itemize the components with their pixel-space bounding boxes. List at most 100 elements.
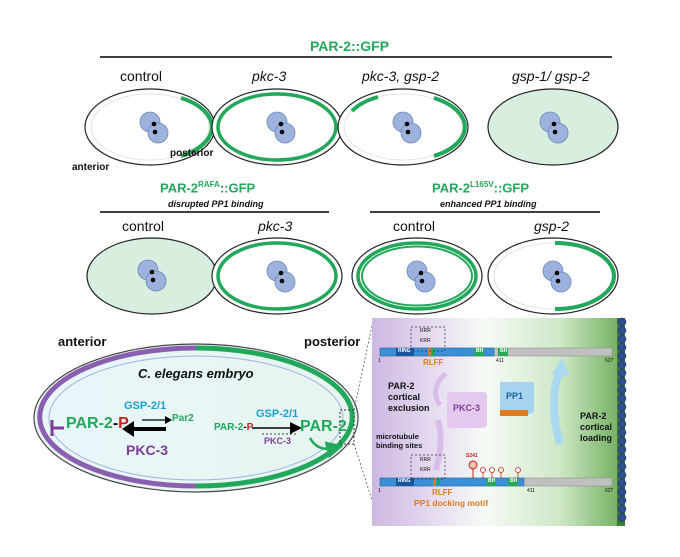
membrane-bead (617, 411, 627, 420)
protein-bar-bottom (379, 454, 613, 487)
membrane-bead (617, 334, 627, 344)
membrane-bead (617, 487, 627, 497)
pp1-dock (500, 410, 528, 416)
par2p-left: PAR-2-P (66, 415, 129, 433)
bottom-bh2: BH (510, 478, 518, 484)
top-title: PAR-2::GFP (310, 38, 390, 54)
membrane-bead (617, 402, 627, 412)
membrane-bead (617, 317, 627, 327)
pkc3-left: PKC-3 (126, 442, 169, 458)
big-embryo (33, 343, 359, 493)
bottom-num-start: 1 (378, 488, 381, 494)
exclusion-arrow (433, 371, 448, 407)
membrane-bead (617, 496, 627, 505)
docking-motif-label: PP1 docking motif (414, 498, 489, 508)
mid-left-title-suffix: ::GFP (219, 180, 256, 196)
mid-left-title-main: PAR-2 (160, 180, 199, 196)
pkc3-box (447, 392, 487, 428)
embryo-gsp1-gsp2-top (487, 88, 619, 166)
par2p-left-main: PAR-2 (66, 415, 113, 432)
membrane-bead (617, 326, 627, 335)
membrane-bead (617, 470, 627, 480)
label-rafa-control: control (122, 218, 165, 234)
membrane-bead (617, 462, 627, 471)
label-gsp1-gsp2-top: gsp-1/ gsp-2 (512, 68, 590, 84)
gsp-left: GSP-2/1 (124, 400, 167, 412)
mid-right-title-sup: L165V (470, 180, 494, 189)
loading-label-3: loading (580, 433, 612, 443)
bottom-rlff: RLFF (432, 488, 453, 497)
pkc3-box-label: PKC-3 (453, 403, 481, 413)
top-num-start: 1 (378, 358, 381, 364)
loading-label-2: cortical (580, 422, 613, 432)
bottom-num-mid: 411 (527, 488, 535, 494)
membrane-bead (617, 368, 627, 378)
par2p-small-dash: - (243, 422, 247, 433)
bottom-s241: S241 (466, 453, 478, 459)
embryo-l165v-gsp2 (487, 237, 619, 315)
membrane-bead (617, 513, 627, 522)
membrane-bead (617, 343, 627, 352)
microtubule-label: microtubule binding sites (376, 432, 422, 450)
embryo-pkc3-gsp2-top (337, 88, 469, 166)
pkc3-small: PKC-3 (264, 436, 292, 446)
pp1-shape (500, 382, 534, 416)
mid-left-subtitle: disrupted PP1 binding (168, 199, 264, 209)
top-bh2: BH (500, 348, 508, 354)
membrane-bead (617, 453, 627, 463)
label-pkc3-gsp2-top: pkc-3, gsp-2 (362, 68, 440, 84)
microtubule-shape (433, 419, 444, 471)
membrane-bead (617, 479, 627, 488)
label-control-top: control (120, 68, 163, 84)
bottom-anterior: anterior (58, 334, 107, 349)
label-l165v-gsp2: gsp-2 (534, 218, 570, 234)
membrane-bead (617, 445, 627, 454)
embryo-rafa-pkc3 (211, 237, 343, 315)
par2p-small-main: PAR-2 (214, 422, 244, 433)
mid-right-title-suffix: ::GFP (493, 180, 530, 196)
axis-posterior: posterior (170, 148, 214, 159)
membrane-bead (617, 428, 627, 437)
membrane-beads (617, 317, 627, 526)
embryo-control-top (84, 88, 216, 166)
membrane-bead (617, 360, 627, 369)
bottom-bh1: BH (488, 478, 496, 484)
zoom-line-bottom (353, 443, 373, 501)
par2p-left-dash: - (112, 415, 119, 432)
axis-anterior: anterior (72, 162, 110, 173)
gsp-right: GSP-2/1 (256, 408, 299, 420)
membrane-bead (617, 504, 627, 514)
membrane-bead (617, 419, 627, 429)
label-l165v-control: control (393, 218, 436, 234)
microtubule-label-1: microtubule (376, 432, 419, 441)
mid-right-title-main: PAR-2 (432, 180, 471, 196)
microtubule-label-2: binding sites (376, 441, 423, 450)
bottom-num-end: 627 (605, 488, 614, 494)
mid-left-title-sup: RAFA (198, 180, 220, 189)
arrowhead-right (165, 416, 172, 424)
loading-arrowhead (552, 358, 570, 376)
embryo-title: C. elegans embryo (138, 366, 254, 381)
par2p-small-p: P (246, 422, 254, 433)
mid-left-title: PAR-2RAFA::GFP (160, 180, 255, 195)
mid-right-subtitle: enhanced PP1 binding (440, 199, 537, 209)
embryo-pkc3-top (211, 88, 343, 166)
protein-bar-top (379, 326, 613, 357)
loading-label: PAR-2 cortical loading (580, 411, 612, 444)
top-rrr: RRR (420, 328, 431, 334)
bottom-rrr: RRR (420, 457, 431, 463)
embryo-rafa-control (86, 237, 218, 315)
embryo-l165v-control (351, 237, 483, 315)
bottom-ring: RING (398, 478, 411, 484)
loading-arrow (550, 368, 564, 446)
exclusion-label-1: PAR-2 (388, 381, 415, 391)
top-num-end: 627 (605, 358, 614, 364)
arrowhead-left (122, 421, 134, 437)
loading-curve-arrow (308, 437, 344, 459)
top-krr: KRR (420, 338, 431, 344)
par2p-small: PAR-2-P (214, 422, 253, 433)
label-pkc3-top: pkc-3 (252, 68, 287, 84)
top-num-mid: 411 (496, 358, 504, 364)
par2-right: PAR-2 (300, 418, 347, 435)
exclusion-label-2: cortical (388, 392, 421, 402)
